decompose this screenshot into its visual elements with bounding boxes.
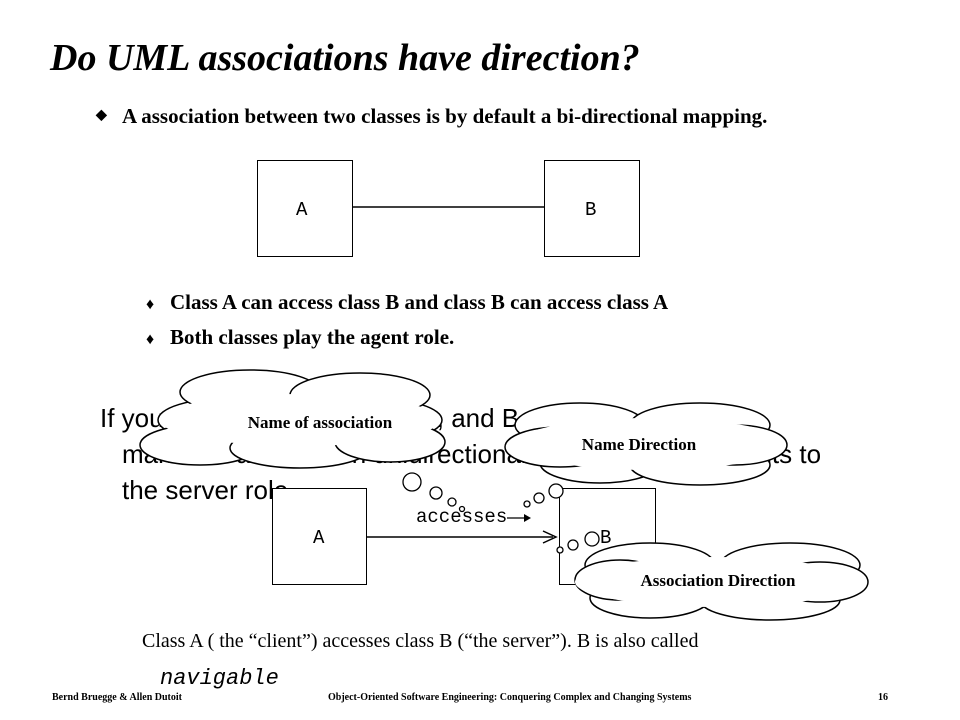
caption-text: Class A ( the “client”) accesses class B…: [142, 630, 699, 652]
name-direction-arrow-icon: [524, 514, 531, 522]
name-of-association-label: Name of association: [248, 413, 393, 432]
sub-bullet-2: ♦ Both classes play the agent role.: [146, 325, 454, 350]
diamond-bullet-icon: ◆: [96, 108, 107, 123]
sub-bullet-1-text: Class A can access class B and class B c…: [170, 290, 669, 314]
name-direction-connector: [523, 483, 564, 508]
bottom-class-a-box: A: [272, 488, 367, 585]
association-direction-label: Association Direction: [640, 571, 796, 590]
footer-book-title: Object-Oriented Software Engineering: Co…: [328, 692, 692, 703]
association-label: accesses: [416, 506, 508, 528]
main-bullet-text: A association between two classes is by …: [122, 104, 768, 128]
sub-bullet-2-text: Both classes play the agent role.: [170, 325, 455, 349]
footer-page-number: 16: [878, 692, 888, 703]
name-direction-cloud: [504, 402, 788, 486]
association-direction-cloud: [574, 542, 869, 621]
sub-bullet-1: ♦ Class A can access class B and class B …: [146, 290, 668, 315]
footer-authors: Bernd Bruegge & Allen Dutoit: [52, 692, 182, 703]
arrowhead-icon: [542, 530, 558, 544]
top-class-b-label: B: [585, 199, 597, 221]
name-direction-label: Name Direction: [582, 435, 697, 454]
association-direction-connector: [556, 531, 600, 554]
top-class-a-box: A: [257, 160, 353, 257]
top-class-a-label: A: [296, 199, 308, 221]
caption-term: navigable: [160, 666, 279, 691]
bottom-class-a-label: A: [313, 527, 325, 549]
slide-title: Do UML associations have direction?: [50, 37, 640, 79]
top-class-b-box: B: [544, 160, 640, 257]
diamond-bullet-icon: ♦: [146, 331, 155, 348]
bottom-class-b-label: B: [600, 527, 612, 549]
paragraph-line-3: the server role.: [122, 475, 296, 505]
diamond-bullet-icon: ♦: [146, 296, 155, 313]
name-of-association-cloud: [139, 369, 446, 469]
name-of-association-connector: [402, 472, 466, 513]
